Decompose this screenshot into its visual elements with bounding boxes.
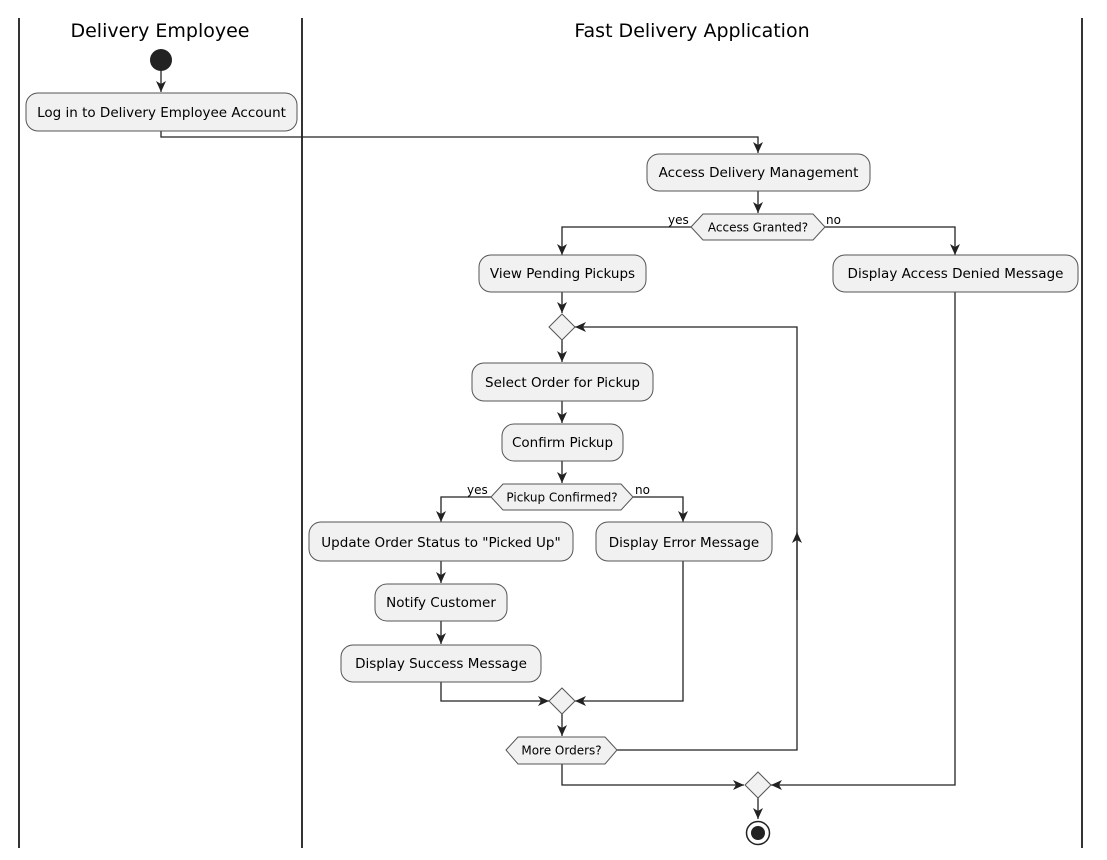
activity-update-status: Update Order Status to "Picked Up" — [308, 521, 574, 562]
guard-pickup-no: no — [635, 483, 650, 497]
flow-login-to-access — [160, 131, 763, 153]
decision-pickup-confirmed-label: Pickup Confirmed? — [506, 491, 617, 505]
flow-pickup-no — [633, 496, 688, 522]
flow-access-yes — [557, 226, 691, 255]
guard-access-no: no — [826, 213, 841, 227]
activity-display-success-label: Display Success Message — [355, 656, 527, 672]
decision-more-orders: More Orders? — [505, 736, 618, 765]
flow-access-no — [825, 226, 960, 255]
flow-error-to-merge — [575, 561, 684, 706]
activity-display-access-denied: Display Access Denied Message — [832, 254, 1079, 293]
activity-select-order-label: Select Order for Pickup — [485, 375, 640, 391]
guard-pickup-yes: yes — [467, 483, 488, 497]
activity-select-order: Select Order for Pickup — [471, 362, 654, 402]
activity-display-error-label: Display Error Message — [609, 535, 759, 551]
activity-login-label: Log in to Delivery Employee Account — [37, 105, 286, 121]
activity-login: Log in to Delivery Employee Account — [25, 92, 298, 132]
decision-pickup-confirmed: Pickup Confirmed? — [490, 483, 634, 511]
start-node — [150, 49, 172, 71]
decision-access-granted: Access Granted? — [690, 213, 826, 241]
activity-display-access-denied-label: Display Access Denied Message — [848, 266, 1064, 282]
lane-title-employee: Delivery Employee — [70, 20, 249, 42]
activity-notify-customer-label: Notify Customer — [386, 595, 496, 611]
activity-confirm-pickup-label: Confirm Pickup — [512, 435, 613, 451]
activity-update-status-label: Update Order Status to "Picked Up" — [321, 535, 560, 551]
activity-access-management-label: Access Delivery Management — [659, 165, 859, 181]
activity-access-management: Access Delivery Management — [646, 153, 871, 192]
pickup-merge-diamond — [548, 687, 576, 715]
activity-view-pending: View Pending Pickups — [478, 254, 647, 293]
lane-title-application: Fast Delivery Application — [574, 20, 809, 42]
activity-view-pending-label: View Pending Pickups — [490, 266, 635, 282]
loop-back-arrowhead — [575, 322, 586, 332]
final-merge-diamond — [744, 771, 772, 799]
decision-more-orders-label: More Orders? — [521, 744, 601, 758]
flow-pickup-yes — [436, 496, 491, 522]
activity-display-error: Display Error Message — [595, 521, 773, 562]
activity-notify-customer: Notify Customer — [374, 583, 508, 622]
activity-confirm-pickup: Confirm Pickup — [501, 423, 624, 462]
flow-lines — [156, 71, 960, 819]
guard-access-yes: yes — [668, 213, 689, 227]
loop-merge-diamond — [548, 313, 576, 341]
flow-denied-to-final-merge — [771, 291, 956, 790]
flow-more-exit — [561, 764, 744, 790]
end-node — [745, 820, 771, 846]
decision-access-granted-label: Access Granted? — [708, 221, 808, 235]
activity-display-success: Display Success Message — [340, 644, 542, 683]
flow-success-to-merge — [440, 682, 549, 706]
